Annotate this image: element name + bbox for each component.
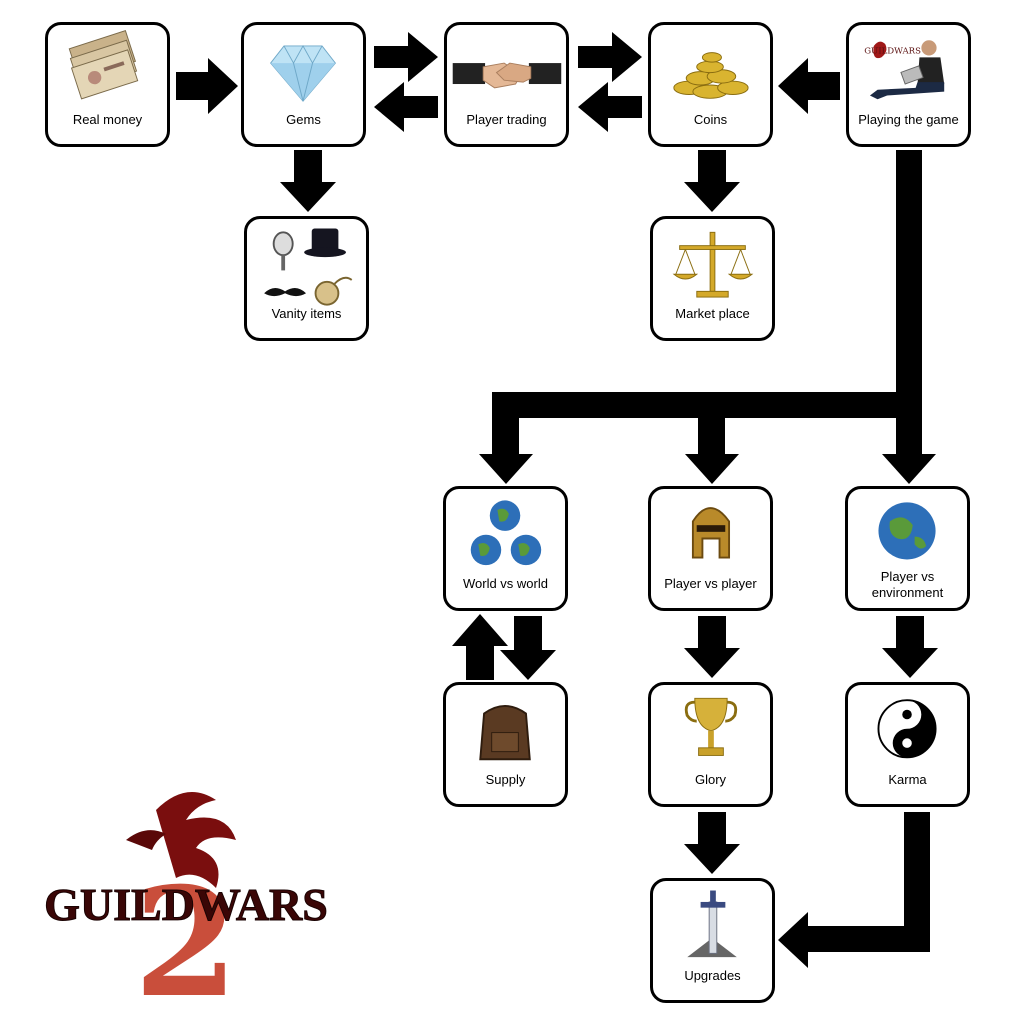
diamond-icon [270,44,337,102]
node-gems: Gems [241,22,366,147]
arrow-coins-to-trading [578,82,642,132]
hand-mirror-icon [272,231,294,271]
logo-text: GUILDWARS [44,879,328,930]
arrow-real-money-to-gems [176,58,238,114]
arrow-gems-to-trading [374,32,438,82]
node-label: Vanity items [271,306,342,321]
arrow-game-to-coins [778,58,840,114]
vanity-items-icon [264,228,353,306]
mustache-icon [264,287,307,297]
node-player-trading: Player trading [444,22,569,147]
helmet-icon [691,507,731,559]
node-label: Supply [485,772,526,787]
node-label: Player vs player [664,576,757,591]
node-label: Karma [888,772,927,787]
node-real-money: Real money [45,22,170,147]
logo-art: 2 GUILDWARS [44,792,328,1024]
top-hat-icon [304,228,347,258]
node-label: World vs world [462,576,548,591]
node-glory: Glory [648,682,773,807]
pocket-watch-icon [314,276,353,306]
node-supply: Supply [443,682,568,807]
arrow-karma-to-upgrades [778,812,930,968]
node-playing-the-game: GUILDWARS Playing the game [846,22,971,147]
arrow-to-player-vs-environment [882,392,936,484]
trophy-icon [684,697,738,756]
backpack-icon [479,704,531,761]
node-karma: Karma [845,682,970,807]
sword-icon [687,890,737,958]
arrow-trading-to-coins [578,32,642,82]
node-market-place: Market place [650,216,775,341]
balance-scale-icon [672,231,754,298]
connector-game-trunk [896,150,922,418]
handshake-icon [452,62,562,89]
arrow-pve-to-karma [882,616,938,678]
node-player-vs-environment: Player vs environment [845,486,970,611]
node-upgrades: Upgrades [650,878,775,1003]
node-label: Market place [675,306,750,321]
node-label: Player trading [466,112,547,127]
node-label: Player vs environment [871,569,944,600]
yin-yang-icon [877,699,937,759]
banknotes-icon [68,29,139,100]
node-coins: Coins [648,22,773,147]
node-label: Gems [286,112,321,127]
thumbnail-logo-text: GUILDWARS [864,47,921,57]
logo-numeral: 2 [134,855,238,1005]
arrow-wvw-to-supply [500,616,556,680]
arrow-gems-to-vanity [280,150,336,212]
globe-icon [878,502,936,560]
arrow-to-player-vs-player [685,392,739,484]
node-vanity-items: Vanity items [244,216,369,341]
node-player-vs-player: Player vs player [648,486,773,611]
arrow-coins-to-market [684,150,740,212]
node-label: Real money [72,112,143,127]
arrow-pvp-to-glory [684,616,740,678]
arrow-glory-to-upgrades [684,812,740,874]
node-label: Upgrades [684,968,741,983]
guild-wars-2-logo: 2 GUILDWARS [36,780,336,1024]
player-with-laptop-icon: GUILDWARS [864,40,945,100]
three-globes-icon [470,500,542,566]
coins-icon [673,52,749,99]
node-label: Playing the game [858,112,959,127]
node-label: Coins [693,112,728,127]
arrow-to-world-vs-world [479,392,533,484]
node-world-vs-world: World vs world [443,486,568,611]
arrow-trading-to-gems [374,82,438,132]
arrow-supply-to-wvw [452,614,508,680]
node-label: Glory [694,772,727,787]
